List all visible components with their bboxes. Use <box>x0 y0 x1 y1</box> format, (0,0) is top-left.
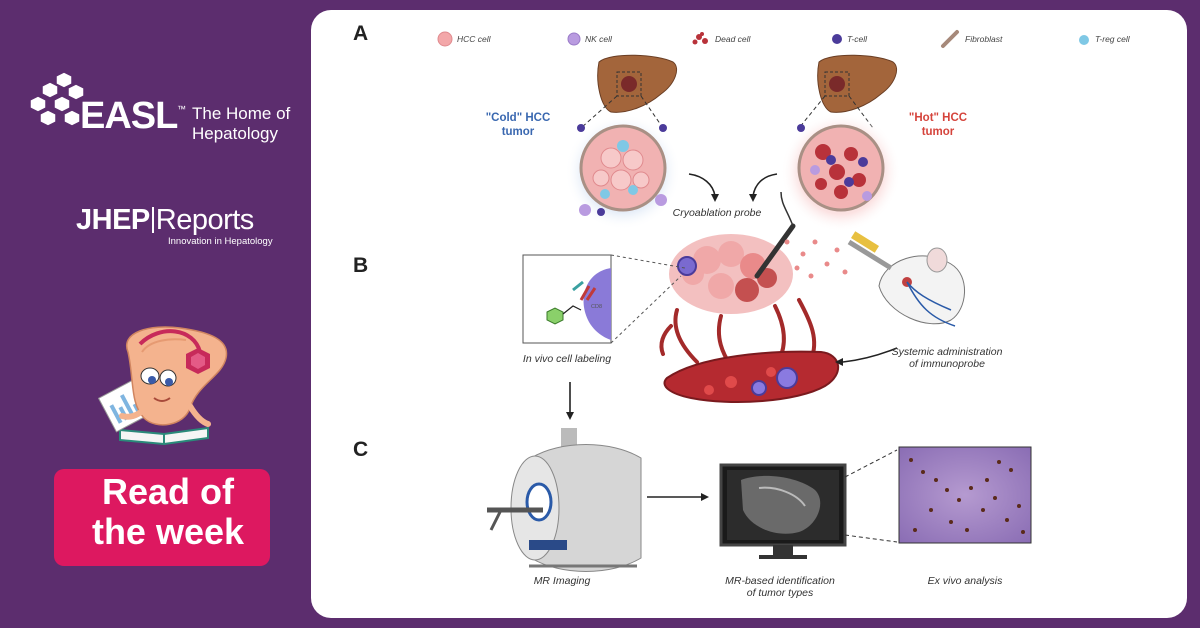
systemic-administration-line1: Systemic administration <box>891 346 1003 358</box>
mr-based-identification-label: MR-based identification of tumor types <box>705 575 855 599</box>
cold-tumor-label: "Cold" HCC tumor <box>473 111 563 139</box>
cd8-label: CD8 <box>591 304 603 310</box>
panel-label-b: B <box>353 254 369 277</box>
easl-tagline-line1: The Home of <box>192 104 291 123</box>
journal-divider <box>151 207 154 233</box>
t-cell-inset-label: T cell <box>593 258 609 265</box>
easl-trademark: ™ <box>177 104 186 114</box>
ex-vivo-analysis-label: Ex vivo analysis <box>927 575 1003 587</box>
main-vessel-icon <box>663 350 839 403</box>
easl-brand-name: EASL <box>80 95 178 137</box>
mouse-injection-icon <box>847 231 965 327</box>
legend-dead-cell: Dead cell <box>715 34 751 44</box>
journal-name-light: Reports <box>155 204 255 236</box>
legend-nk-cell: NK cell <box>585 34 612 44</box>
hot-tumor-label: "Hot" HCC tumor <box>893 111 983 139</box>
hot-tumor-icon <box>781 112 901 232</box>
panel-label-c: C <box>353 438 369 461</box>
hot-tumor-label-line2: tumor <box>921 126 955 138</box>
badge-line1: Read of <box>101 471 234 512</box>
mr-imaging-label: MR Imaging <box>533 575 591 587</box>
cold-tumor-label-line1: "Cold" HCC <box>485 112 551 124</box>
t-cell-labeling-inset <box>522 254 686 344</box>
monitor-mr-image-icon <box>719 449 898 559</box>
tumor-mass-icon <box>669 191 796 314</box>
badge-line2: the week <box>91 511 245 552</box>
systemic-administration-line2: of immunoprobe <box>909 358 985 370</box>
easl-tagline: The Home of Hepatology <box>192 104 290 144</box>
journal-name-bold: JHEP <box>76 204 150 236</box>
easl-tagline-line2: Hepatology <box>192 124 279 143</box>
cold-tumor-icon <box>565 114 681 230</box>
legend-fibroblast: Fibroblast <box>965 34 1003 44</box>
liver-mascot-reading-icon <box>97 326 228 446</box>
panel-label-a: A <box>353 22 369 45</box>
mr-based-identification-line1: MR-based identification <box>725 575 835 587</box>
liver-cold-icon <box>580 54 677 129</box>
cold-tumor-label-line2: tumor <box>501 126 535 138</box>
journal-subtitle: Innovation in Hepatology <box>168 236 273 247</box>
legend-glyphs <box>437 30 1089 48</box>
hot-tumor-label-line1: "Hot" HCC <box>908 112 968 124</box>
graphical-abstract-card: A B C HCC cell NK cell Dead cell T-cell … <box>311 10 1187 618</box>
mr-based-identification-line2: of tumor types <box>746 587 814 599</box>
systemic-administration-label: Systemic administration of immunoprobe <box>877 346 1017 370</box>
graphical-abstract-illustration <box>437 30 1089 572</box>
in-vivo-cell-labeling-label: In vivo cell labeling <box>522 353 612 365</box>
read-of-the-week-badge <box>54 469 270 566</box>
mri-scanner-icon <box>487 428 642 572</box>
legend-t-reg-cell: T-reg cell <box>1095 34 1130 44</box>
legend-t-cell: T-cell <box>847 34 867 44</box>
histology-image-icon <box>898 446 1032 544</box>
read-of-the-week-text: Read of the week <box>68 472 268 552</box>
immunoprobe-particles <box>784 239 848 279</box>
liver-hot-icon <box>798 54 897 129</box>
easl-hexagon-logo-icon <box>29 71 85 127</box>
legend-hcc-cell: HCC cell <box>457 34 491 44</box>
cryoablation-probe-label: Cryoablation probe <box>672 207 762 219</box>
